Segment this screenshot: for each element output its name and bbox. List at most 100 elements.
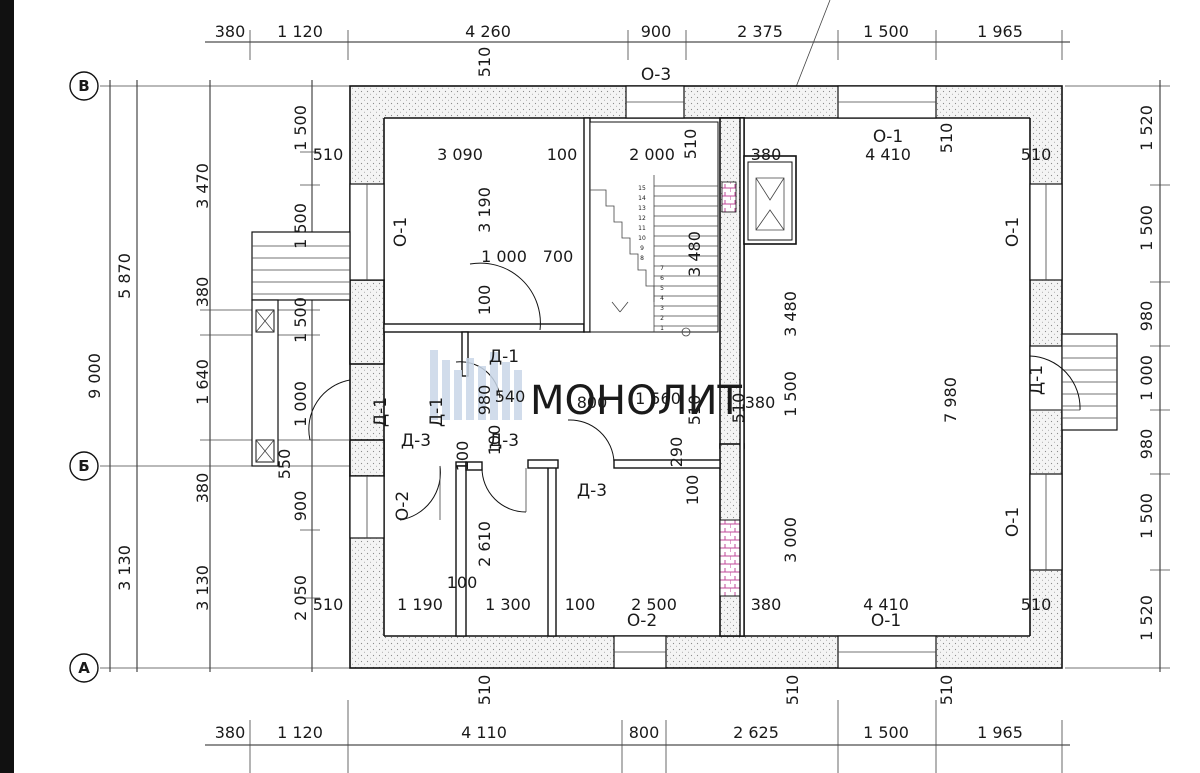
- dim-int-1500: 1 500: [781, 371, 800, 417]
- axis-b-label: Б: [78, 457, 89, 475]
- stair-step-5: 11: [638, 225, 646, 232]
- stair-step-2: 14: [638, 195, 646, 202]
- dim-int-1300: 1 300: [485, 595, 531, 614]
- dim-top-6: 1 500: [863, 22, 909, 41]
- label-d1-a: Д-1: [371, 397, 391, 427]
- stair-step-4: 12: [638, 215, 646, 222]
- label-d1-c: Д-1: [427, 397, 447, 427]
- stair-step-14: 2: [660, 315, 664, 322]
- dim-right-5: 980: [1137, 429, 1156, 460]
- stair-step-7: 9: [640, 245, 644, 252]
- dim-wall-510-5: 510: [1021, 145, 1052, 164]
- label-o2-bottom: О-2: [627, 611, 657, 631]
- dim-int-100-e: 100: [447, 573, 478, 592]
- dim-bottom-6: 1 500: [863, 723, 909, 742]
- dim-int-1000: 1 000: [481, 247, 527, 266]
- axis-a-label: А: [78, 659, 90, 677]
- dim-left-inner-4: 1 000: [291, 381, 310, 427]
- interior-partitions: [349, 117, 745, 637]
- dim-top-3: 4 260: [465, 22, 511, 41]
- dim-int-3090: 3 090: [437, 145, 483, 164]
- dim-int-290: 290: [667, 437, 686, 468]
- label-o1-bottom: О-1: [871, 611, 901, 631]
- label-d3-b: Д-3: [489, 431, 519, 451]
- dim-wall-510-12: 510: [685, 395, 704, 426]
- dim-int-2000: 2 000: [629, 145, 675, 164]
- dim-int-7980: 7 980: [941, 377, 960, 423]
- dim-bottom-2: 1 120: [277, 723, 323, 742]
- dim-bottom-3: 4 110: [461, 723, 507, 742]
- stair-step-13: 3: [660, 305, 664, 312]
- dim-left-inner-6: 2 050: [291, 575, 310, 621]
- dim-int-540: 540: [495, 387, 526, 406]
- left-edge-strip: [0, 0, 14, 773]
- dim-left-mid-5: 3 130: [193, 565, 212, 611]
- axis-b-marker: Б: [69, 451, 99, 481]
- dim-int-3190: 3 190: [475, 187, 494, 233]
- dim-int-380-a: 380: [751, 145, 782, 164]
- dim-int-100-d: 100: [453, 441, 472, 472]
- label-o3: О-3: [641, 65, 671, 85]
- dim-right-3: 980: [1137, 301, 1156, 332]
- dim-int-1560: 1 560: [635, 389, 681, 408]
- dim-int-800: 800: [577, 393, 608, 412]
- dim-bottom-7: 1 965: [977, 723, 1023, 742]
- dim-int-100-g: 100: [485, 425, 504, 456]
- dim-left-inner-5: 900: [291, 491, 310, 522]
- dim-wall-510-2: 510: [681, 129, 700, 160]
- dim-wall-510-6: 510: [313, 595, 344, 614]
- dim-right-7: 1 520: [1137, 595, 1156, 641]
- dim-top-1: 380: [215, 22, 246, 41]
- dim-int-1190: 1 190: [397, 595, 443, 614]
- dimension-lines: [100, 0, 1170, 773]
- stair-step-15: 1: [660, 325, 664, 332]
- watermark: МОНОЛИТ: [430, 350, 743, 424]
- dim-int-3480-a: 3 480: [685, 231, 704, 277]
- chimney: [721, 155, 797, 245]
- label-d1-b: Д-1: [489, 347, 519, 367]
- dim-left-550: 550: [275, 449, 294, 480]
- label-d1-right: Д-1: [1027, 365, 1047, 395]
- dim-int-2610: 2 610: [475, 521, 494, 567]
- dim-left-inner-1: 1 500: [291, 105, 310, 151]
- label-o1-top: О-1: [873, 127, 903, 147]
- dim-right-6: 1 500: [1137, 493, 1156, 539]
- door-swings: [308, 262, 1081, 521]
- stair-step-9: 7: [660, 265, 664, 272]
- dim-wall-510-4: 510: [313, 145, 344, 164]
- dim-bottom-4: 800: [629, 723, 660, 742]
- stair-step-10: 6: [660, 275, 664, 282]
- dim-int-100-b: 100: [475, 285, 494, 316]
- dim-wall-510-8: 510: [475, 675, 494, 706]
- stair-step-11: 5: [660, 285, 664, 292]
- dim-top-4: 900: [641, 22, 672, 41]
- dim-left-outer-1: 9 000: [85, 353, 104, 399]
- dim-left-mid-2: 380: [193, 277, 212, 308]
- dim-wall-510-7: 510: [1021, 595, 1052, 614]
- label-d3-c: Д-3: [577, 481, 607, 501]
- label-o2-left: О-2: [393, 491, 413, 521]
- dim-left-inner-2: 1 500: [291, 203, 310, 249]
- dim-top-5: 2 375: [737, 22, 783, 41]
- watermark-text: МОНОЛИТ: [530, 378, 743, 424]
- axis-a-marker: А: [69, 653, 99, 683]
- dim-int-380-c: 380: [751, 595, 782, 614]
- axis-markers: В Б А: [69, 71, 99, 683]
- porches: [251, 231, 1118, 467]
- dim-left-mid-4: 380: [193, 473, 212, 504]
- label-o1-right-top: О-1: [1003, 217, 1023, 247]
- axis-v-marker: В: [69, 71, 99, 101]
- stair-step-6: 10: [638, 235, 646, 242]
- dim-top-7: 1 965: [977, 22, 1023, 41]
- dim-wall-510-1: 510: [475, 47, 494, 78]
- dim-right-2: 1 500: [1137, 205, 1156, 251]
- dim-left-outer-2: 5 870: [115, 253, 134, 299]
- dim-top-2: 1 120: [277, 22, 323, 41]
- dim-int-380-b: 380: [745, 393, 776, 412]
- dim-int-3480-b: 3 480: [781, 291, 800, 337]
- stair-step-3: 13: [638, 205, 646, 212]
- dim-int-700: 700: [543, 247, 574, 266]
- dim-left-outer-3: 3 130: [115, 545, 134, 591]
- dim-wall-510-9: 510: [783, 675, 802, 706]
